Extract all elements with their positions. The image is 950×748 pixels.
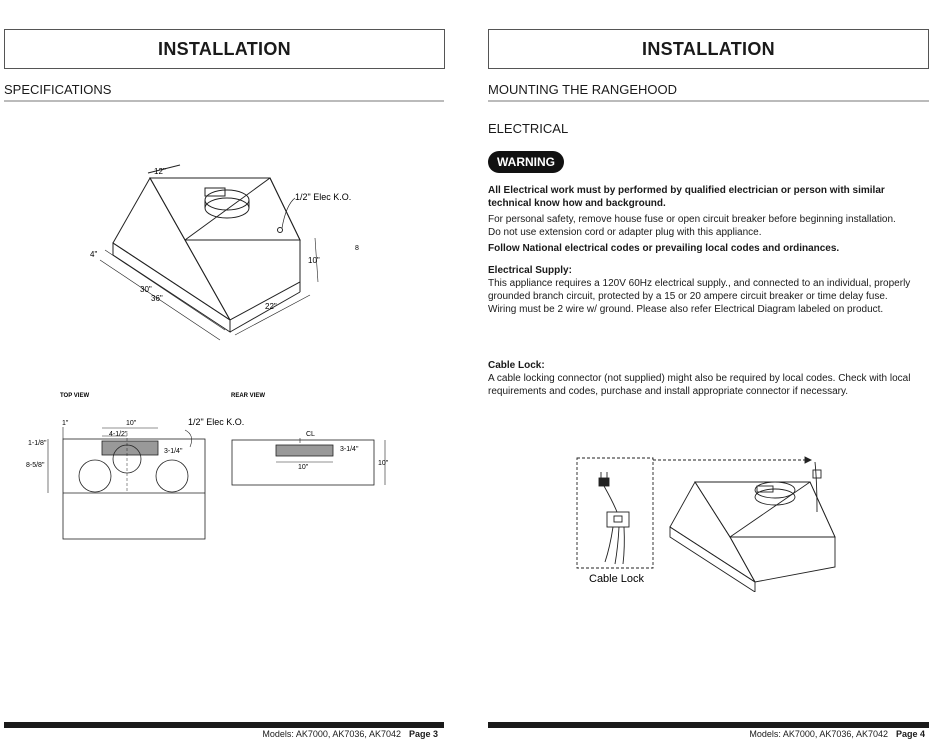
right-page: INSTALLATION MOUNTING THE RANGEHOOD ELEC… [485,0,930,748]
footer-models: Models: AK7000, AK7036, AK7042 [262,729,401,739]
dim-cl: CL [306,431,315,438]
footer-models: Models: AK7000, AK7036, AK7042 [749,729,888,739]
para-extension: Do not use extension cord or adapter plu… [488,227,762,238]
dim-1: 1" [62,420,69,427]
cable-lock-caption: Cable Lock [589,573,645,585]
dim-front: 4" [90,250,97,259]
left-page: INSTALLATION SPECIFICATIONS [0,0,450,748]
cable-heading: Cable Lock: [488,360,545,371]
dim-22: 22" [265,302,277,311]
footer-bar [488,722,929,728]
dim-ko: 1/2" Elec K.O. [295,192,351,202]
isometric-hood-diagram: 12" 1/2" Elec K.O. 4" 10" 30" 36" 22" 8 [90,164,359,341]
rear-view-label: REAR VIEW [231,393,265,399]
stray-mark: 8 [355,245,359,252]
electrical-instructions: All Electrical work must by performed by… [488,184,913,258]
section-heading-mounting: MOUNTING THE RANGEHOOD [488,82,929,102]
supply-heading: Electrical Supply: [488,265,572,276]
section-heading-specifications: SPECIFICATIONS [4,82,444,102]
dim-rear-3-1-4: 3-1/4" [340,446,359,453]
dim-4-1-2: 4-1/2" [109,431,128,438]
dim-ko-top: 1/2" Elec K.O. [188,417,244,427]
dim-8-5-8: 8-5/8" [26,462,45,469]
dim-30: 30" [140,285,152,294]
dim-1-1-8: 1-1/8" [28,440,47,447]
footer-bar [4,722,444,728]
top-view-label: TOP VIEW [60,393,89,399]
cable-text: A cable locking connector (not supplied)… [488,373,911,397]
para-codes: Follow National electrical codes or prev… [488,243,840,254]
electrical-supply-block: Electrical Supply: This appliance requir… [488,264,913,319]
para-safety: For personal safety, remove house fuse o… [488,214,896,225]
page-title: INSTALLATION [488,29,929,69]
page-title: INSTALLATION [4,29,445,69]
subsection-electrical: ELECTRICAL [488,121,569,136]
dim-rear-10: 10" [298,464,309,471]
warning-badge: WARNING [488,151,564,173]
dim-rear-height: 10" [378,460,389,467]
dim-36: 36" [151,294,163,303]
dim-3-1-4: 3-1/4" [164,448,183,455]
para-qualified: All Electrical work must by performed by… [488,185,885,209]
cable-lock-diagram: Cable Lock [576,456,836,592]
dim-10: 10" [126,420,137,427]
top-and-rear-view-diagram: TOP VIEW REAR VIEW 1" 10" 4-1/2" 1/2" [26,393,389,540]
cable-lock-block: Cable Lock: A cable locking connector (n… [488,359,913,401]
footer: Models: AK7000, AK7036, AK7042 Page 4 [488,729,925,739]
supply-text: This appliance requires a 120V 60Hz elec… [488,278,911,315]
dim-depth: 12" [154,167,166,176]
footer-page-number: Page 4 [895,729,925,739]
footer: Models: AK7000, AK7036, AK7042 Page 3 [4,729,438,739]
dim-height: 10" [308,256,320,265]
footer-page-number: Page 3 [408,729,438,739]
